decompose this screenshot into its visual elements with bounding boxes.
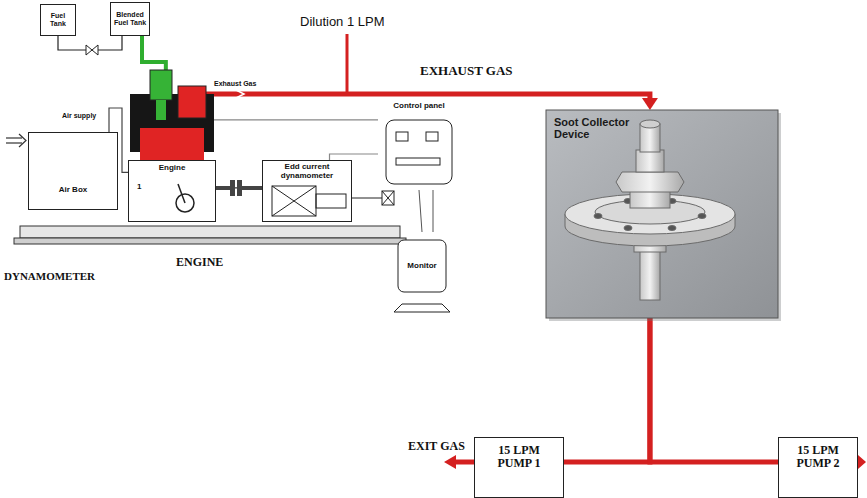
component-label: 1 — [137, 183, 141, 192]
pipe-connector — [650, 318, 778, 462]
component-box: Blended Fuel Tank — [110, 2, 150, 36]
pipe-line — [650, 318, 778, 462]
pipe-line — [419, 190, 422, 232]
component-label: Edd current dynamometer — [267, 163, 347, 181]
arrowhead — [642, 98, 658, 110]
annotation-label: DYNAMOMETER — [4, 270, 95, 282]
monitor-screen — [394, 240, 450, 312]
annotation-label: Air supply — [62, 112, 96, 120]
valve-symbol — [86, 45, 98, 55]
component-label: Fuel Tank — [43, 12, 73, 27]
device-panel — [546, 110, 778, 318]
exhaust-port — [178, 86, 206, 118]
shaft-coupling — [216, 180, 262, 196]
component-label: Soot Collector Device — [554, 116, 650, 140]
exit-pipe — [454, 460, 474, 465]
annotation-label: Exhaust Gas — [214, 80, 256, 88]
annotation-label: Dilution 1 LPM — [300, 15, 385, 29]
pipe-line — [564, 318, 650, 462]
annotation-label: ENGINE — [176, 256, 223, 269]
annotation-label: EXIT GAS — [408, 440, 465, 453]
component-label: Air Box — [59, 186, 87, 195]
component-box: Soot Collector Device — [546, 110, 778, 318]
base-plate — [14, 238, 406, 244]
air-inlet-arrow — [6, 134, 26, 147]
component-label: 15 LPM PUMP 1 — [491, 444, 547, 470]
component-box: 15 LPM PUMP 2 — [778, 437, 858, 498]
cylinder — [140, 128, 204, 160]
panel-display — [386, 120, 452, 184]
component-box: Air Box — [28, 132, 118, 210]
component-box: Edd current dynamometer — [262, 160, 352, 222]
component-label: 15 LPM PUMP 2 — [791, 444, 845, 470]
component-box: Engine 1 — [128, 160, 216, 222]
signal-wire — [433, 190, 434, 232]
exit-arrowhead — [444, 455, 456, 469]
soot-collector — [565, 120, 735, 300]
injector — [156, 100, 166, 120]
component-label: Control panel — [393, 102, 445, 111]
edge-label: EXHAUST GAS — [418, 64, 515, 78]
pipe-connector — [419, 190, 422, 232]
dilution-line — [346, 34, 349, 92]
component-label: Engine — [159, 164, 186, 173]
component-box: Fuel Tank — [40, 4, 76, 36]
crank-rod — [178, 184, 185, 203]
flow-arrow — [236, 90, 244, 98]
injector — [150, 70, 172, 100]
pipe-connector — [203, 120, 378, 160]
base-plate — [20, 226, 400, 238]
component-label: Blended Fuel Tank — [113, 11, 147, 26]
component-box: Monitor — [392, 232, 452, 300]
pipe-line — [203, 120, 378, 160]
component-label: Monitor — [407, 262, 436, 271]
exit-arrowhead — [858, 455, 866, 469]
component-box: Control panel — [378, 100, 460, 190]
pipe-connector — [564, 318, 650, 462]
component-box: 15 LPM PUMP 1 — [474, 437, 564, 498]
dynamometer-rotor — [272, 186, 394, 216]
